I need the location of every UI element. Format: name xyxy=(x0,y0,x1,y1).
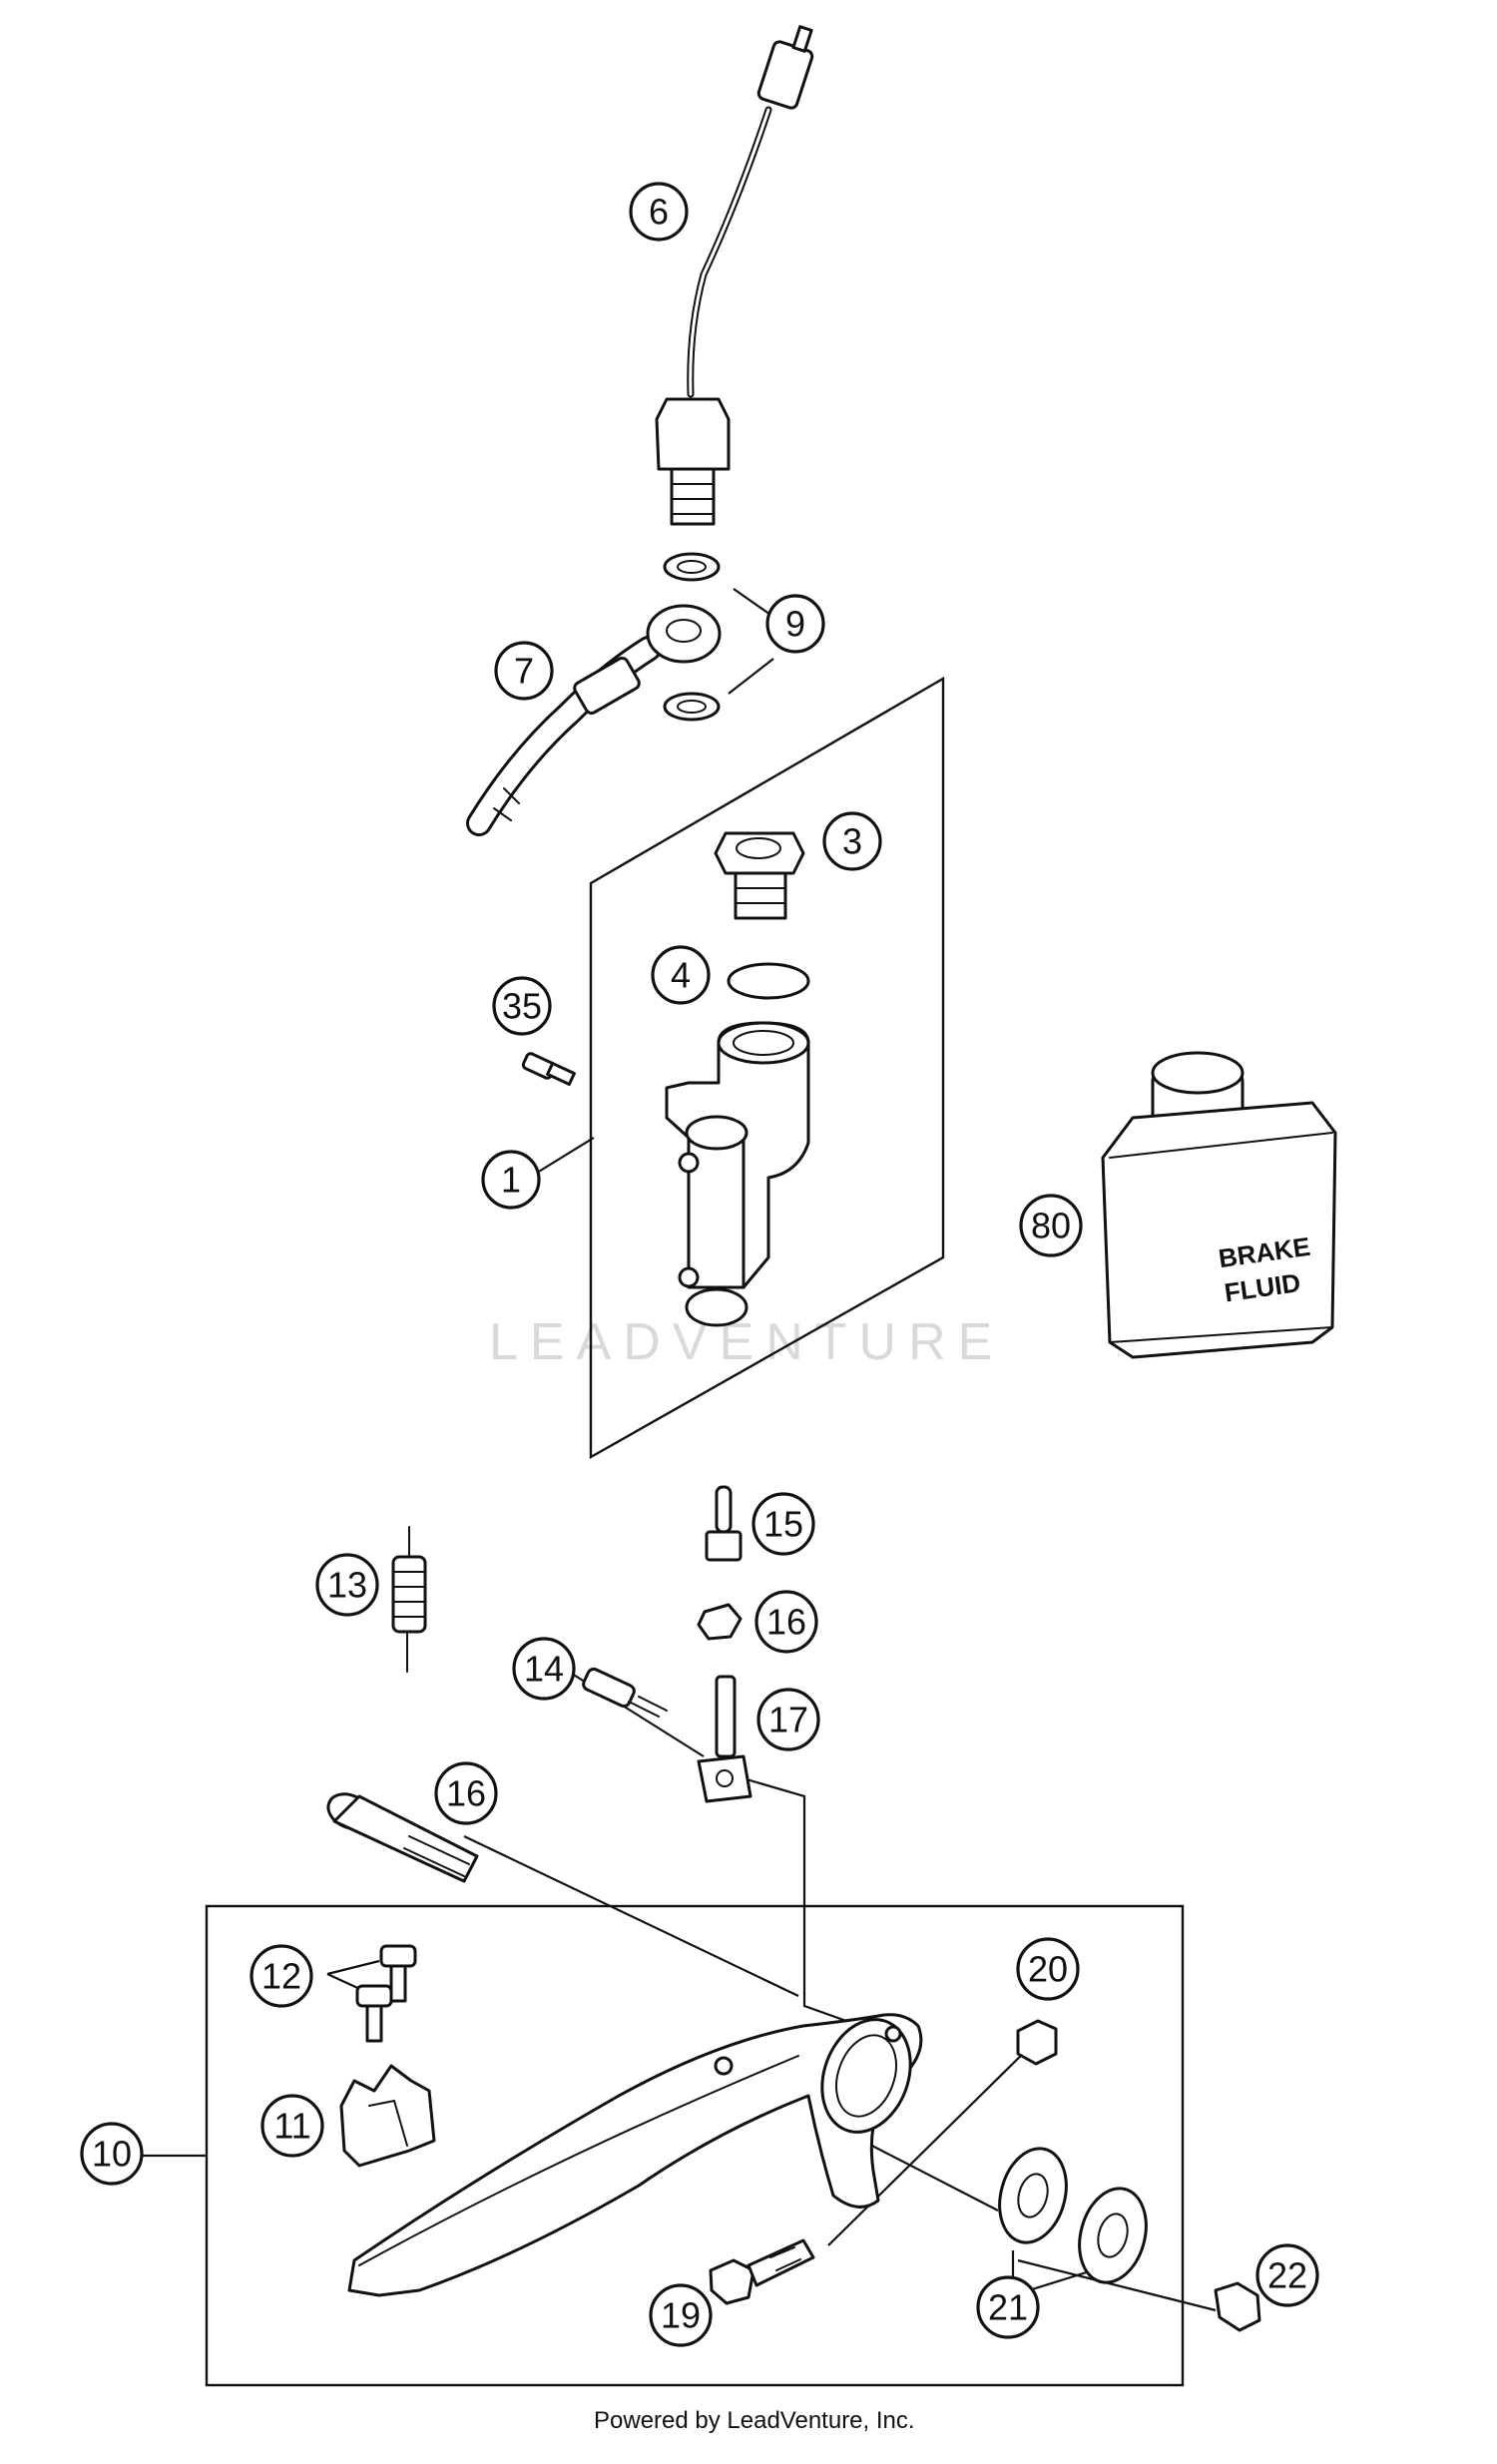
bleed-screw xyxy=(705,1485,743,1562)
callout-16-b: 16 xyxy=(434,1761,498,1825)
brake-light-switch xyxy=(655,25,814,526)
watermark-text: LEADVENTURE xyxy=(489,1313,1004,1371)
callout-16-a: 16 xyxy=(754,1590,818,1654)
push-rod-bolt xyxy=(582,1667,668,1718)
callout-10: 10 xyxy=(80,2122,144,2186)
small-nut xyxy=(697,1603,743,1641)
callout-13: 13 xyxy=(315,1553,379,1617)
callout-4: 4 xyxy=(651,945,711,1005)
svg-text:21: 21 xyxy=(988,2287,1028,2328)
pedal-step xyxy=(339,2064,436,2168)
brake-pedal xyxy=(347,2013,923,2297)
svg-text:12: 12 xyxy=(261,1956,301,1997)
master-cylinder-group-frame xyxy=(589,676,945,1460)
cap-nut xyxy=(1214,2281,1261,2332)
svg-text:16: 16 xyxy=(766,1602,806,1643)
bearings xyxy=(998,2147,1148,2284)
svg-text:17: 17 xyxy=(768,1700,808,1740)
brake-pedal-group-frame xyxy=(205,1904,1185,2387)
push-rod xyxy=(697,1675,752,1803)
svg-text:16: 16 xyxy=(446,1773,486,1814)
callout-80: 80 xyxy=(1019,1194,1083,1257)
svg-text:22: 22 xyxy=(1267,2255,1307,2296)
pedal-shaft xyxy=(326,1792,479,1883)
svg-text:13: 13 xyxy=(327,1565,367,1606)
svg-text:3: 3 xyxy=(842,821,862,862)
callout-15: 15 xyxy=(751,1492,815,1556)
svg-text:80: 80 xyxy=(1031,1206,1071,1246)
callout-11: 11 xyxy=(260,2094,324,2158)
callout-20: 20 xyxy=(1016,1937,1080,2001)
svg-text:7: 7 xyxy=(514,651,534,692)
svg-text:11: 11 xyxy=(273,2106,310,2147)
screw xyxy=(521,1052,576,1087)
svg-text:6: 6 xyxy=(649,192,669,233)
master-cylinder xyxy=(665,1021,810,1327)
svg-text:4: 4 xyxy=(671,955,691,996)
nut xyxy=(1016,2019,1058,2066)
svg-text:15: 15 xyxy=(763,1504,803,1545)
svg-text:19: 19 xyxy=(661,2295,701,2336)
reservoir-cap xyxy=(714,831,805,920)
brake-hose xyxy=(466,604,722,836)
svg-text:35: 35 xyxy=(502,986,542,1027)
o-ring xyxy=(727,962,810,1000)
callout-9: 9 xyxy=(765,594,825,654)
pedal-screws xyxy=(355,1944,417,2043)
callout-14: 14 xyxy=(512,1637,576,1701)
callout-7: 7 xyxy=(494,641,554,701)
callout-19: 19 xyxy=(649,2283,713,2347)
svg-text:10: 10 xyxy=(92,2134,132,2175)
sealing-washers xyxy=(663,552,721,722)
svg-text:20: 20 xyxy=(1028,1949,1068,1990)
pivot-bolt xyxy=(709,2238,815,2305)
return-spring xyxy=(391,1526,427,1673)
svg-text:1: 1 xyxy=(501,1160,521,1201)
callout-6: 6 xyxy=(629,182,689,242)
callout-35: 35 xyxy=(492,976,552,1036)
callout-17: 17 xyxy=(756,1688,820,1751)
brake-fluid-bottle: BRAKE FLUID xyxy=(1101,1051,1337,1359)
callout-22: 22 xyxy=(1255,2243,1319,2307)
svg-text:9: 9 xyxy=(785,604,805,645)
callout-3: 3 xyxy=(822,811,882,871)
callout-21: 21 xyxy=(976,2275,1040,2339)
svg-text:14: 14 xyxy=(524,1649,564,1690)
footer-credit: Powered by LeadVenture, Inc. xyxy=(594,2407,915,2434)
callout-1: 1 xyxy=(481,1150,541,1210)
callout-12: 12 xyxy=(250,1944,313,2008)
